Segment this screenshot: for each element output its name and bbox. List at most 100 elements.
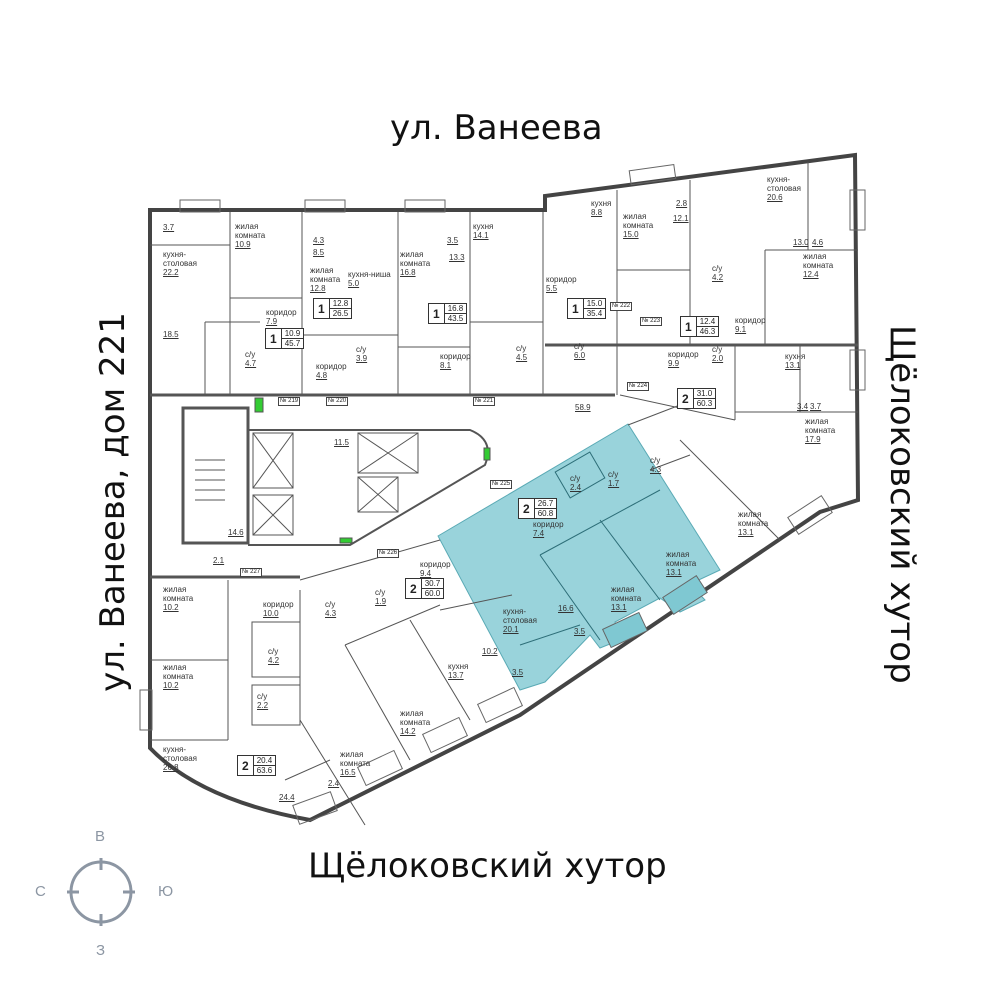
room-area: 13.1 <box>611 603 627 612</box>
room-area: 20.6 <box>767 193 783 202</box>
room-label: 16.6 <box>558 604 574 613</box>
room-label: 13.3 <box>449 253 465 262</box>
street-right: Щёлоковский хутор <box>882 325 922 684</box>
room-area: 1.7 <box>608 479 620 488</box>
room-label: 14.6 <box>228 528 244 537</box>
apartment-living-area: 12.4 <box>696 317 719 327</box>
room-name: кухня-ниша <box>348 270 391 279</box>
room-area: 24.4 <box>279 793 295 802</box>
apartment-total-area: 43.5 <box>447 314 464 323</box>
room-label: 11.5 <box>334 438 349 447</box>
unit-number: № 221 <box>473 397 496 406</box>
room-area: 10.9 <box>235 240 251 249</box>
room-area: 13.1 <box>666 568 682 577</box>
compass-south: З <box>96 942 106 959</box>
room-name: коридор <box>533 520 564 529</box>
room-area: 3.7 <box>810 402 822 411</box>
room-area: 4.7 <box>245 359 257 368</box>
room-label: 2.1 <box>213 556 224 565</box>
room-name: кухня <box>448 662 469 671</box>
room-label: 2.4 <box>328 779 339 788</box>
apartment-total-area: 60.3 <box>696 399 713 408</box>
room-area: 13.0 <box>793 238 809 247</box>
compass-north: В <box>95 828 106 845</box>
room-name: кухня- столовая <box>163 745 197 763</box>
room-name: с/у <box>325 600 336 609</box>
room-name: коридор <box>735 316 766 325</box>
room-area: 2.1 <box>213 556 225 565</box>
room-area: 12.8 <box>310 284 326 293</box>
room-area: 5.0 <box>348 279 360 288</box>
compass-east: Ю <box>158 883 174 900</box>
room-area: 16.8 <box>400 268 416 277</box>
unit-number: № 219 <box>278 397 301 406</box>
room-area: 2.2 <box>257 701 269 710</box>
room-area: 10.2 <box>482 647 498 656</box>
room-area: 17.9 <box>805 435 821 444</box>
room-name: кухня- столовая <box>503 607 537 625</box>
room-label: 4.3 <box>313 236 324 245</box>
room-name: жилая комната <box>163 663 194 681</box>
room-name: коридор <box>440 352 471 361</box>
room-name: с/у <box>608 470 619 479</box>
room-name: с/у <box>375 588 386 597</box>
room-name: коридор <box>263 600 294 609</box>
room-area: 9.9 <box>668 359 680 368</box>
room-name: кухня <box>785 352 806 361</box>
room-name: кухня <box>591 199 612 208</box>
street-bottom: Щёлоковский хутор <box>308 846 667 886</box>
apartment-total-area: 60.0 <box>424 589 441 598</box>
room-area: 3.5 <box>447 236 459 245</box>
apartment-total-area: 45.7 <box>284 339 301 348</box>
selected-apartment-highlight[interactable] <box>437 423 721 691</box>
apartment-rooms: 2 <box>238 756 254 775</box>
room-area: 16.6 <box>558 604 574 613</box>
unit-number: № 224 <box>627 382 650 391</box>
room-name: жилая комната <box>623 212 654 230</box>
room-name: жилая комната <box>340 750 371 768</box>
room-area: 3.7 <box>163 223 175 232</box>
apartment-living-area: 31.0 <box>693 389 716 399</box>
apartment-living-area: 12.8 <box>329 299 352 309</box>
apartment-rooms: 2 <box>678 389 694 408</box>
room-area: 22.2 <box>163 268 179 277</box>
room-label: 2.8 <box>676 199 687 208</box>
room-label: 3.4 <box>797 402 808 411</box>
room-name: жилая комната <box>803 252 834 270</box>
room-area: 9.1 <box>735 325 747 334</box>
room-area: 18.5 <box>163 330 179 339</box>
room-area: 3.9 <box>356 354 368 363</box>
room-name: с/у <box>570 474 581 483</box>
room-area: 1.9 <box>375 597 387 606</box>
apartment-total-area: 63.6 <box>256 766 273 775</box>
